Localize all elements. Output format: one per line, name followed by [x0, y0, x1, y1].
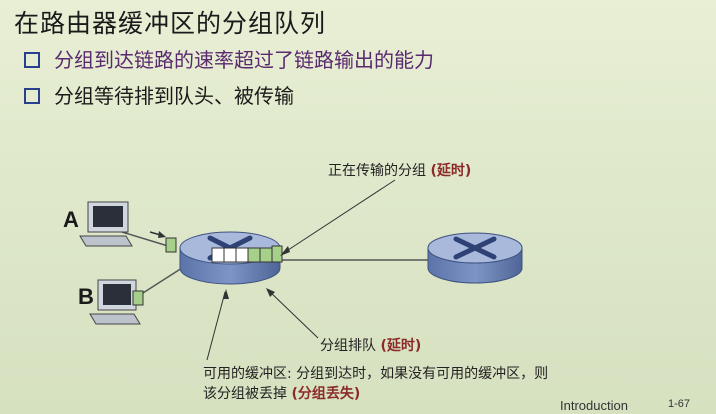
label-buffer-line2: 该分组被丢掉 [203, 386, 287, 402]
host-a-computer-icon [79, 201, 133, 247]
bullet-text-1: 分组到达链路的速率超过了链路输出的能力 [54, 48, 434, 72]
label-buffer-line2-wrap: 该分组被丢掉 (分组丢失) [203, 384, 548, 404]
footer-page-number: 1-67 [668, 398, 691, 410]
label-buffer: 可用的缓冲区: 分组到达时，如果没有可用的缓冲区，则 该分组被丢掉 (分组丢失) [203, 364, 548, 404]
host-b-computer-icon [89, 279, 141, 325]
bullet-item-2: 分组等待排到队头、被传输 [24, 80, 294, 109]
bullet-text-2: 分组等待排到队头、被传输 [54, 84, 294, 108]
label-queueing: 分组排队 (延时) [320, 335, 421, 355]
label-transmitting-delay: (延时) [430, 163, 472, 179]
host-b-label: B [78, 284, 94, 309]
callout-lines [206, 179, 396, 361]
label-transmitting: 正在传输的分组 (延时) [328, 160, 471, 180]
bullet-square-icon [24, 87, 40, 104]
label-transmitting-text: 正在传输的分组 [328, 163, 426, 179]
router-right-icon [427, 232, 523, 284]
host-a-label: A [63, 207, 79, 232]
slide-title: 在路由器缓冲区的分组队列 [14, 9, 327, 38]
label-buffer-line1: 可用的缓冲区: 分组到达时，如果没有可用的缓冲区，则 [203, 366, 549, 382]
arrival-arrow-icon [149, 231, 166, 238]
callout-arrowheads [223, 246, 290, 299]
label-buffer-loss: (分组丢失) [291, 386, 361, 402]
link-a-router [121, 231, 169, 247]
footer-section: Introduction [560, 398, 628, 413]
bullet-square-icon [24, 51, 40, 68]
label-queueing-delay: (延时) [380, 338, 422, 354]
incoming-packet-a [165, 237, 177, 253]
buffer-queue [211, 245, 283, 263]
bullet-item-1: 分组到达链路的速率超过了链路输出的能力 [24, 44, 434, 73]
label-queueing-text: 分组排队 [320, 338, 376, 354]
incoming-packet-b [132, 290, 144, 306]
